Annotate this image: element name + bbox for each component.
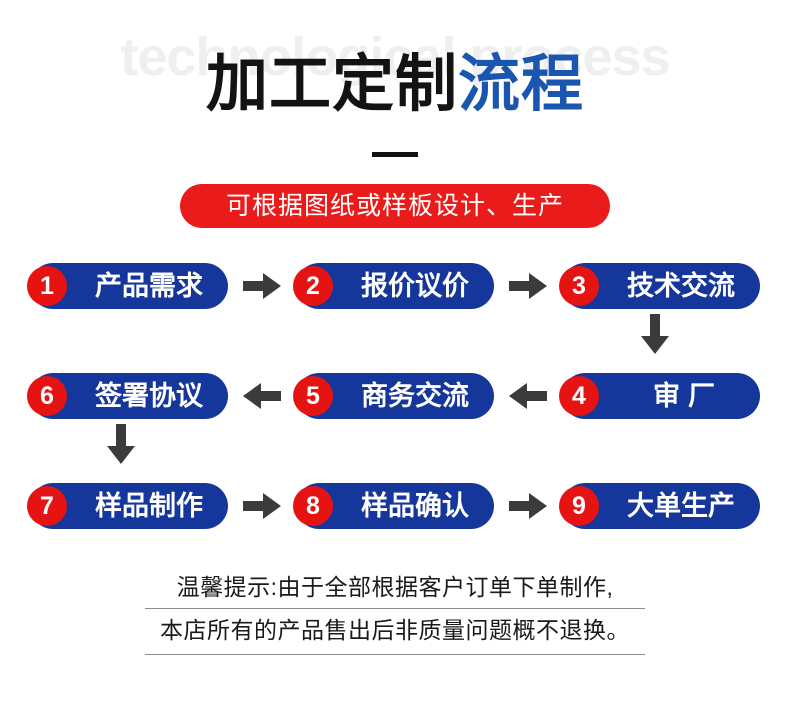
step-label: 签署协议 — [95, 380, 203, 411]
footer-note-line-2: 本店所有的产品售出后非质量问题概不退换。 — [160, 617, 630, 643]
flow-step-2[interactable]: 2 报价议价 — [293, 263, 494, 309]
page-title-dark-part: 加工定制 — [205, 50, 458, 119]
step-number-badge: 9 — [559, 486, 599, 526]
flow-step-1[interactable]: 1 产品需求 — [27, 263, 228, 309]
step-number-badge: 8 — [293, 486, 333, 526]
flow-row-1: 1 产品需求 2 报价议价 3 技术交流 — [0, 258, 790, 314]
arrow-down-icon — [106, 424, 136, 464]
page-title-blue-part: 流程 — [458, 50, 585, 119]
watermark-text: technological process — [120, 27, 670, 87]
flow-row-3: 7 样品制作 8 样品确认 9 大单生产 — [0, 478, 790, 534]
step-number-badge: 3 — [559, 266, 599, 306]
header: technological process 加工定制流程 — [0, 0, 790, 175]
title-divider — [372, 152, 418, 157]
flow-step-9[interactable]: 9 大单生产 — [559, 483, 760, 529]
footer-note: 温馨提示:由于全部根据客户订单下单制作, 本店所有的产品售出后非质量问题概不退换… — [0, 566, 790, 655]
footer-rule-2 — [145, 654, 645, 655]
flow-step-8[interactable]: 8 样品确认 — [293, 483, 494, 529]
step-number-badge: 1 — [27, 266, 67, 306]
step-number-badge: 5 — [293, 376, 333, 416]
footer-note-line-1: 温馨提示:由于全部根据客户订单下单制作, — [176, 574, 614, 600]
arrow-right-icon — [494, 272, 562, 300]
step-label: 大单生产 — [627, 490, 735, 521]
page-title: 加工定制流程 — [0, 52, 790, 117]
step-label: 产品需求 — [95, 270, 203, 301]
step-label: 技术交流 — [627, 270, 735, 301]
step-number-badge: 7 — [27, 486, 67, 526]
step-number-badge: 4 — [559, 376, 599, 416]
step-number-badge: 6 — [27, 376, 67, 416]
arrow-left-icon — [228, 382, 296, 410]
step-label: 审厂 — [653, 380, 723, 411]
step-label: 商务交流 — [361, 380, 469, 411]
flow-step-6[interactable]: 6 签署协议 — [27, 373, 228, 419]
step-label: 样品确认 — [361, 490, 469, 521]
flow-step-3[interactable]: 3 技术交流 — [559, 263, 760, 309]
footer-rule-1 — [145, 608, 645, 609]
arrow-right-icon — [228, 492, 296, 520]
flow-step-7[interactable]: 7 样品制作 — [27, 483, 228, 529]
flow-step-4[interactable]: 4 审厂 — [559, 373, 760, 419]
arrow-right-icon — [494, 492, 562, 520]
flow-row-2: 6 签署协议 5 商务交流 4 审厂 — [0, 368, 790, 424]
flow-diagram: 1 产品需求 2 报价议价 3 技术交流 — [0, 258, 790, 534]
flow-step-5[interactable]: 5 商务交流 — [293, 373, 494, 419]
step-label: 报价议价 — [361, 270, 469, 301]
arrow-down-icon — [640, 314, 670, 354]
arrow-left-icon — [494, 382, 562, 410]
subbanner-badge: 可根据图纸或样板设计、生产 — [179, 184, 610, 228]
step-label: 样品制作 — [95, 490, 203, 521]
step-number-badge: 2 — [293, 266, 333, 306]
arrow-right-icon — [228, 272, 296, 300]
subbanner-container: 可根据图纸或样板设计、生产 — [0, 184, 790, 228]
